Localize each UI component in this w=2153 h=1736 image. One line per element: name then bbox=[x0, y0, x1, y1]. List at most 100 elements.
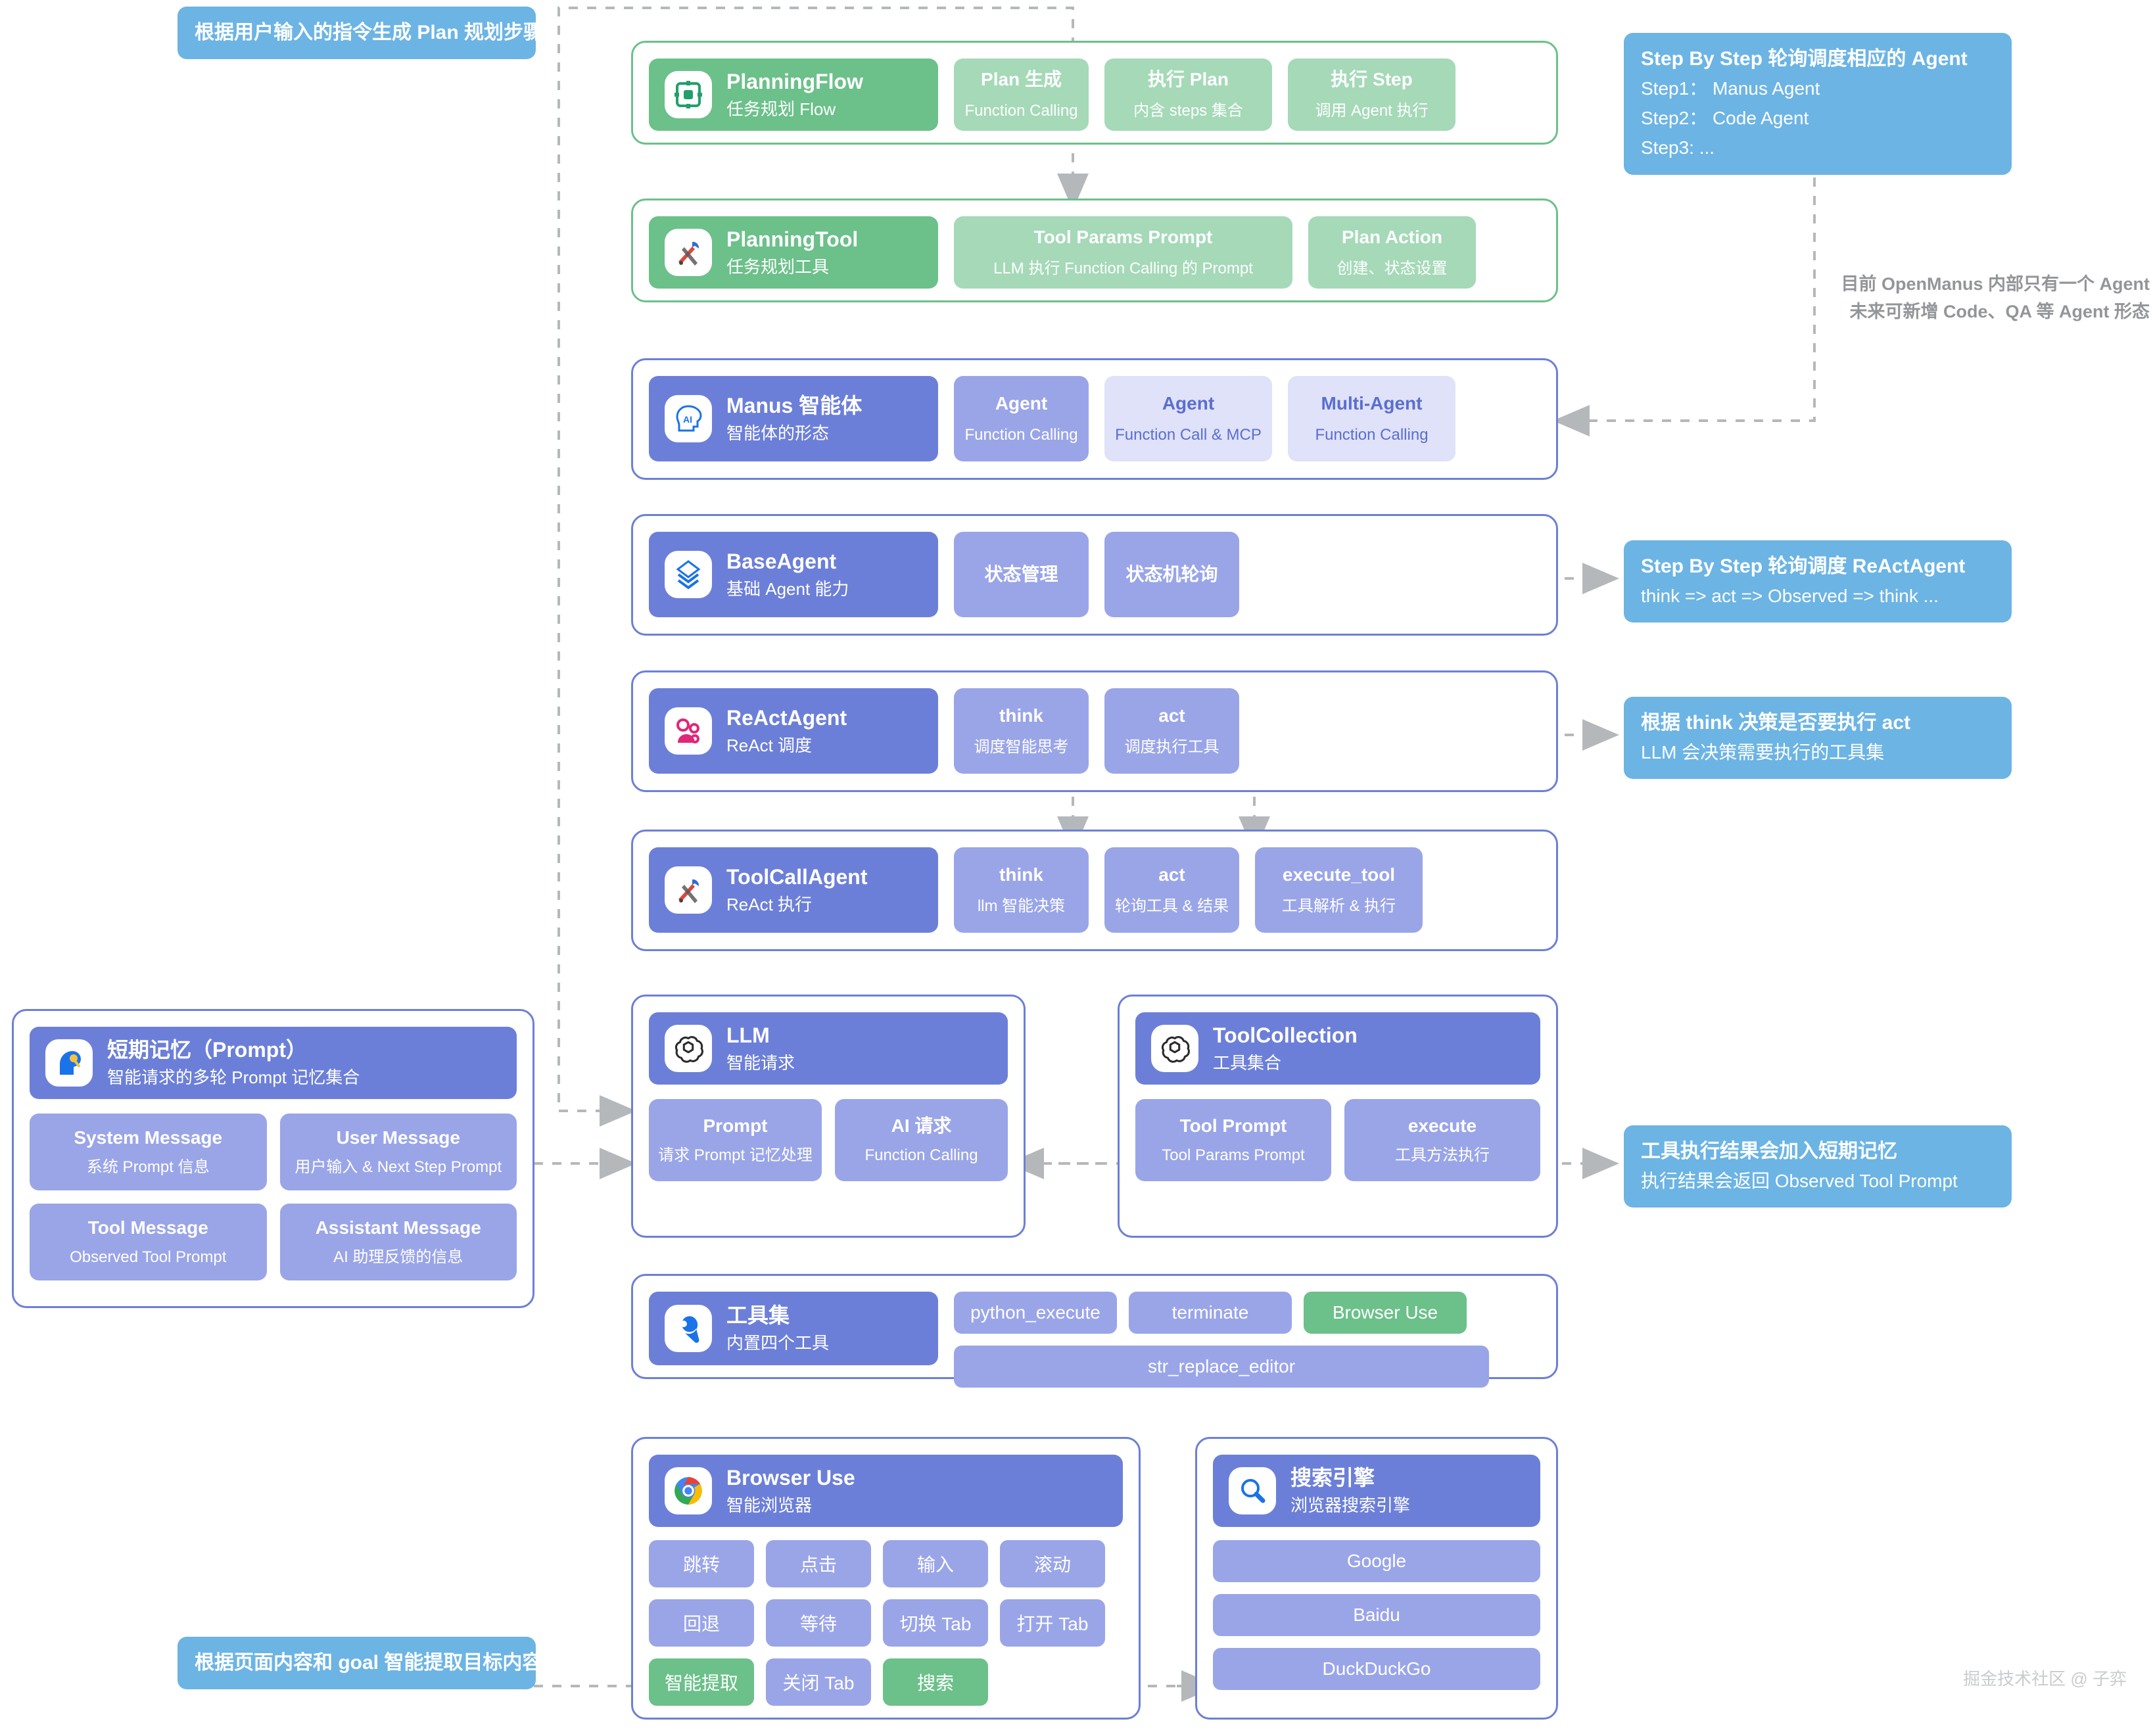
row-toolset: 工具集 内置四个工具 python_execute terminate Brow… bbox=[631, 1274, 1558, 1388]
panel-tool-collection: ToolCollection 工具集合 Tool Prompt Tool Par… bbox=[1118, 995, 1558, 1238]
chip-plan-action[interactable]: Plan Action 创建、状态设置 bbox=[1308, 216, 1476, 289]
btn-label: 关闭 Tab bbox=[782, 1673, 855, 1693]
cell-tool-prompt[interactable]: Tool Prompt Tool Params Prompt bbox=[1135, 1099, 1331, 1181]
openai-icon bbox=[1151, 1025, 1198, 1072]
chip-title: 状态管理 bbox=[984, 563, 1058, 584]
btn-search[interactable]: 搜索 bbox=[883, 1658, 988, 1706]
cell-title: Tool Message bbox=[87, 1217, 208, 1238]
callout-title: 根据页面内容和 goal 智能提取目标内容 bbox=[195, 1652, 542, 1674]
chip-title: Multi-Agent bbox=[1321, 393, 1423, 414]
card-title: ToolCallAgent bbox=[726, 865, 868, 889]
chip-subtitle: 内含 steps 集合 bbox=[1133, 102, 1243, 120]
chip-state-management[interactable]: 状态管理 bbox=[954, 532, 1089, 617]
btn-label: 跳转 bbox=[682, 1555, 720, 1575]
card-planning-tool[interactable]: PlanningTool 任务规划工具 bbox=[649, 216, 938, 289]
card-title: PlanningFlow bbox=[726, 70, 863, 94]
chip-execute-tool[interactable]: execute_tool 工具解析 & 执行 bbox=[1255, 847, 1423, 933]
cell-assistant-message[interactable]: Assistant Message AI 助理反馈的信息 bbox=[279, 1204, 517, 1281]
btn-python-execute[interactable]: python_execute bbox=[954, 1292, 1117, 1334]
callout-line-2: Step2： Code Agent bbox=[1641, 107, 1809, 128]
btn-engine-google[interactable]: Google bbox=[1213, 1540, 1540, 1582]
chip-subtitle: 调度执行工具 bbox=[1124, 738, 1219, 757]
card-toolset[interactable]: 工具集 内置四个工具 bbox=[649, 1292, 938, 1365]
row-toolcall-agent: ToolCallAgent ReAct 执行 think llm 智能决策 ac… bbox=[631, 830, 1558, 951]
btn-close-tab[interactable]: 关闭 Tab bbox=[766, 1658, 871, 1706]
card-subtitle: 智能浏览器 bbox=[726, 1495, 813, 1516]
btn-switch-tab[interactable]: 切换 Tab bbox=[883, 1599, 988, 1647]
card-toolcall-agent[interactable]: ToolCallAgent ReAct 执行 bbox=[649, 847, 938, 933]
chip-think[interactable]: think llm 智能决策 bbox=[954, 847, 1089, 933]
chip-multi-agent[interactable]: Multi-Agent Function Calling bbox=[1288, 376, 1455, 461]
card-title: LLM bbox=[726, 1023, 770, 1048]
grey-note-line-1: 目前 OpenManus 内部只有一个 Agent bbox=[1841, 274, 2150, 294]
chip-title: 状态机轮询 bbox=[1125, 563, 1218, 584]
card-short-term-memory[interactable]: 短期记忆（Prompt） 智能请求的多轮 Prompt 记忆集合 bbox=[30, 1027, 517, 1099]
callout-line-1: 执行结果会返回 Observed Tool Prompt bbox=[1641, 1170, 1958, 1191]
row-react-agent: ReActAgent ReAct 调度 think 调度智能思考 act 调度执… bbox=[631, 670, 1558, 792]
btn-wait[interactable]: 等待 bbox=[766, 1599, 871, 1647]
cell-user-message[interactable]: User Message 用户输入 & Next Step Prompt bbox=[279, 1114, 517, 1191]
cell-prompt[interactable]: Prompt 请求 Prompt 记忆处理 bbox=[649, 1099, 822, 1181]
card-base-agent[interactable]: BaseAgent 基础 Agent 能力 bbox=[649, 532, 938, 617]
btn-input[interactable]: 输入 bbox=[883, 1540, 988, 1587]
btn-back[interactable]: 回退 bbox=[649, 1599, 754, 1647]
callout-line-1: think => act => Observed => think ... bbox=[1641, 585, 1939, 606]
card-manus-agent[interactable]: AI Manus 智能体 智能体的形态 bbox=[649, 376, 938, 461]
btn-click[interactable]: 点击 bbox=[766, 1540, 871, 1587]
card-subtitle: 任务规划工具 bbox=[726, 257, 830, 277]
cell-title: System Message bbox=[74, 1127, 223, 1148]
card-tool-collection[interactable]: ToolCollection 工具集合 bbox=[1135, 1012, 1540, 1085]
chip-tool-params-prompt[interactable]: Tool Params Prompt LLM 执行 Function Calli… bbox=[954, 216, 1292, 289]
chip-subtitle: 创建、状态设置 bbox=[1337, 260, 1448, 278]
btn-scroll[interactable]: 滚动 bbox=[1000, 1540, 1105, 1587]
svg-text:AI: AI bbox=[683, 414, 692, 425]
chip-title: Tool Params Prompt bbox=[1033, 227, 1213, 248]
chip-act[interactable]: act 轮询工具 & 结果 bbox=[1104, 847, 1239, 933]
btn-smart-extract[interactable]: 智能提取 bbox=[649, 1658, 754, 1706]
cell-system-message[interactable]: System Message 系统 Prompt 信息 bbox=[30, 1114, 267, 1191]
btn-open-tab[interactable]: 打开 Tab bbox=[1000, 1599, 1105, 1647]
chip-plan-generation[interactable]: Plan 生成 Function Calling bbox=[954, 59, 1089, 131]
chip-agent-function-calling[interactable]: Agent Function Calling bbox=[954, 376, 1089, 461]
card-title: Manus 智能体 bbox=[726, 394, 863, 418]
card-search-engine[interactable]: 搜索引擎 浏览器搜索引擎 bbox=[1213, 1455, 1540, 1527]
ai-head-icon: AI bbox=[665, 395, 712, 442]
btn-str-replace-editor[interactable]: str_replace_editor bbox=[954, 1346, 1489, 1388]
card-title: BaseAgent bbox=[726, 550, 837, 574]
card-browser-use[interactable]: Browser Use 智能浏览器 bbox=[649, 1455, 1123, 1527]
card-llm[interactable]: LLM 智能请求 bbox=[649, 1012, 1008, 1085]
browser-action-grid: 跳转 点击 输入 滚动 回退 等待 切换 Tab 打开 Tab 智能提取 关闭 … bbox=[649, 1540, 1123, 1706]
callout-step-by-step-agent: Step By Step 轮询调度相应的 Agent Step1： Manus … bbox=[1624, 33, 2012, 175]
cell-title: User Message bbox=[336, 1127, 460, 1148]
chip-title: think bbox=[999, 705, 1043, 726]
card-planning-flow[interactable]: PlanningFlow 任务规划 Flow bbox=[649, 59, 938, 131]
btn-label: Browser Use bbox=[1332, 1302, 1438, 1323]
chip-subtitle: LLM 执行 Function Calling 的 Prompt bbox=[993, 260, 1253, 278]
btn-terminate[interactable]: terminate bbox=[1129, 1292, 1292, 1334]
btn-browser-use[interactable]: Browser Use bbox=[1304, 1292, 1467, 1334]
btn-engine-duckduckgo[interactable]: DuckDuckGo bbox=[1213, 1648, 1540, 1690]
row-manus-agent: AI Manus 智能体 智能体的形态 Agent Function Calli… bbox=[631, 358, 1558, 480]
chip-execute-plan[interactable]: 执行 Plan 内含 steps 集合 bbox=[1104, 59, 1272, 131]
chip-think[interactable]: think 调度智能思考 bbox=[954, 688, 1089, 774]
gears-icon bbox=[665, 707, 712, 755]
card-title: ReActAgent bbox=[726, 706, 847, 730]
chip-subtitle: Function Calling bbox=[964, 102, 1078, 120]
btn-label: python_execute bbox=[970, 1302, 1100, 1323]
chip-execute-step[interactable]: 执行 Step 调用 Agent 执行 bbox=[1288, 59, 1455, 131]
chip-state-machine-polling[interactable]: 状态机轮询 bbox=[1104, 532, 1239, 617]
btn-engine-baidu[interactable]: Baidu bbox=[1213, 1594, 1540, 1636]
cell-execute[interactable]: execute 工具方法执行 bbox=[1344, 1099, 1540, 1181]
cell-ai-request[interactable]: AI 请求 Function Calling bbox=[835, 1099, 1008, 1181]
callout-line-1: Step1： Manus Agent bbox=[1641, 78, 1820, 99]
chip-act[interactable]: act 调度执行工具 bbox=[1104, 688, 1239, 774]
chip-agent-function-call-mcp[interactable]: Agent Function Call & MCP bbox=[1104, 376, 1272, 461]
btn-navigate[interactable]: 跳转 bbox=[649, 1540, 754, 1587]
tools-icon bbox=[665, 229, 712, 276]
chip-title: act bbox=[1158, 864, 1185, 885]
btn-label: str_replace_editor bbox=[1147, 1356, 1296, 1376]
cell-tool-message[interactable]: Tool Message Observed Tool Prompt bbox=[30, 1204, 267, 1281]
cell-title: execute bbox=[1408, 1115, 1477, 1136]
card-react-agent[interactable]: ReActAgent ReAct 调度 bbox=[649, 688, 938, 774]
